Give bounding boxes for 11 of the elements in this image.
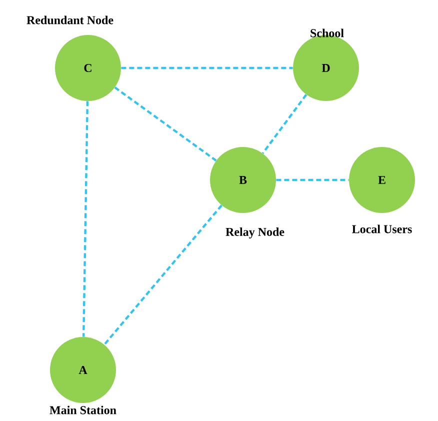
- connector-line: [114, 86, 217, 162]
- node-label: Relay Node: [226, 228, 284, 238]
- connector-line: [276, 178, 349, 182]
- node-label: Redundant Node: [26, 16, 114, 24]
- node-label: Main Station: [50, 406, 116, 414]
- node-label: Local Users: [352, 224, 412, 234]
- connector-line: [262, 94, 308, 154]
- connector-line: [121, 66, 293, 70]
- connector-line: [82, 101, 89, 337]
- node-label: School: [310, 28, 344, 38]
- connector-line: [104, 204, 222, 346]
